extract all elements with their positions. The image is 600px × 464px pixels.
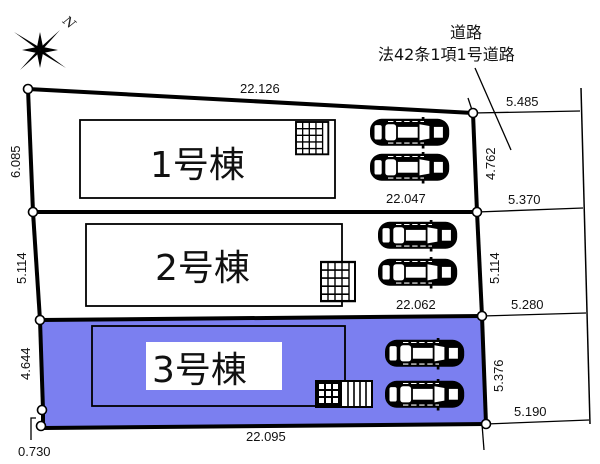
dim-lot3-bottom: 22.095	[246, 429, 286, 444]
lot-boundaries	[26, 87, 488, 430]
dim-lot2-left: 5.114	[14, 252, 29, 284]
dim-road-3: 5.280	[511, 297, 544, 312]
road-leader-line	[474, 67, 512, 151]
parking-car-icon	[376, 218, 459, 253]
stairs-icon-2	[319, 260, 357, 303]
road-subtitle: 法42条1項1号道路	[378, 45, 515, 64]
building-2-label: 2号棟	[155, 248, 250, 289]
stairs-icon-1	[295, 121, 330, 156]
building-3-label: 3号棟	[152, 350, 247, 391]
building-1-label: 1号棟	[150, 145, 245, 186]
compass-north-label: N	[59, 13, 79, 33]
road-edge-line	[580, 87, 591, 425]
dim-road-4: 5.190	[514, 404, 547, 419]
parking-car-icon	[376, 255, 459, 290]
road-title: 道路	[450, 23, 482, 42]
corner-offset-bracket	[30, 417, 36, 440]
parking-car-icon	[383, 336, 466, 371]
dim-road-2: 5.370	[508, 192, 541, 207]
dim-road-1: 5.485	[506, 94, 539, 109]
dim-lot1-top: 22.126	[240, 81, 280, 96]
dim-lot1-right: 4.762	[483, 147, 498, 180]
dim-lot2-bottom: 22.062	[396, 297, 436, 312]
compass-rose-icon	[14, 30, 66, 70]
parking-car-icon	[368, 150, 451, 185]
dim-lot1-left: 6.085	[8, 145, 23, 178]
stairs-icon-3	[315, 380, 373, 408]
parking-car-icon	[383, 377, 466, 412]
corner-markers	[22, 83, 492, 432]
building-3-label-bg	[146, 342, 282, 390]
dim-lot3-left: 4.644	[18, 347, 33, 380]
dim-lot2-right: 5.114	[487, 252, 502, 284]
parking-car-icon	[368, 115, 451, 150]
dim-corner-offset: 0.730	[18, 444, 51, 459]
dim-lot1-bottom: 22.047	[386, 191, 426, 206]
building-1-outline[interactable]	[79, 119, 336, 199]
dim-lot3-right: 5.376	[491, 359, 506, 392]
